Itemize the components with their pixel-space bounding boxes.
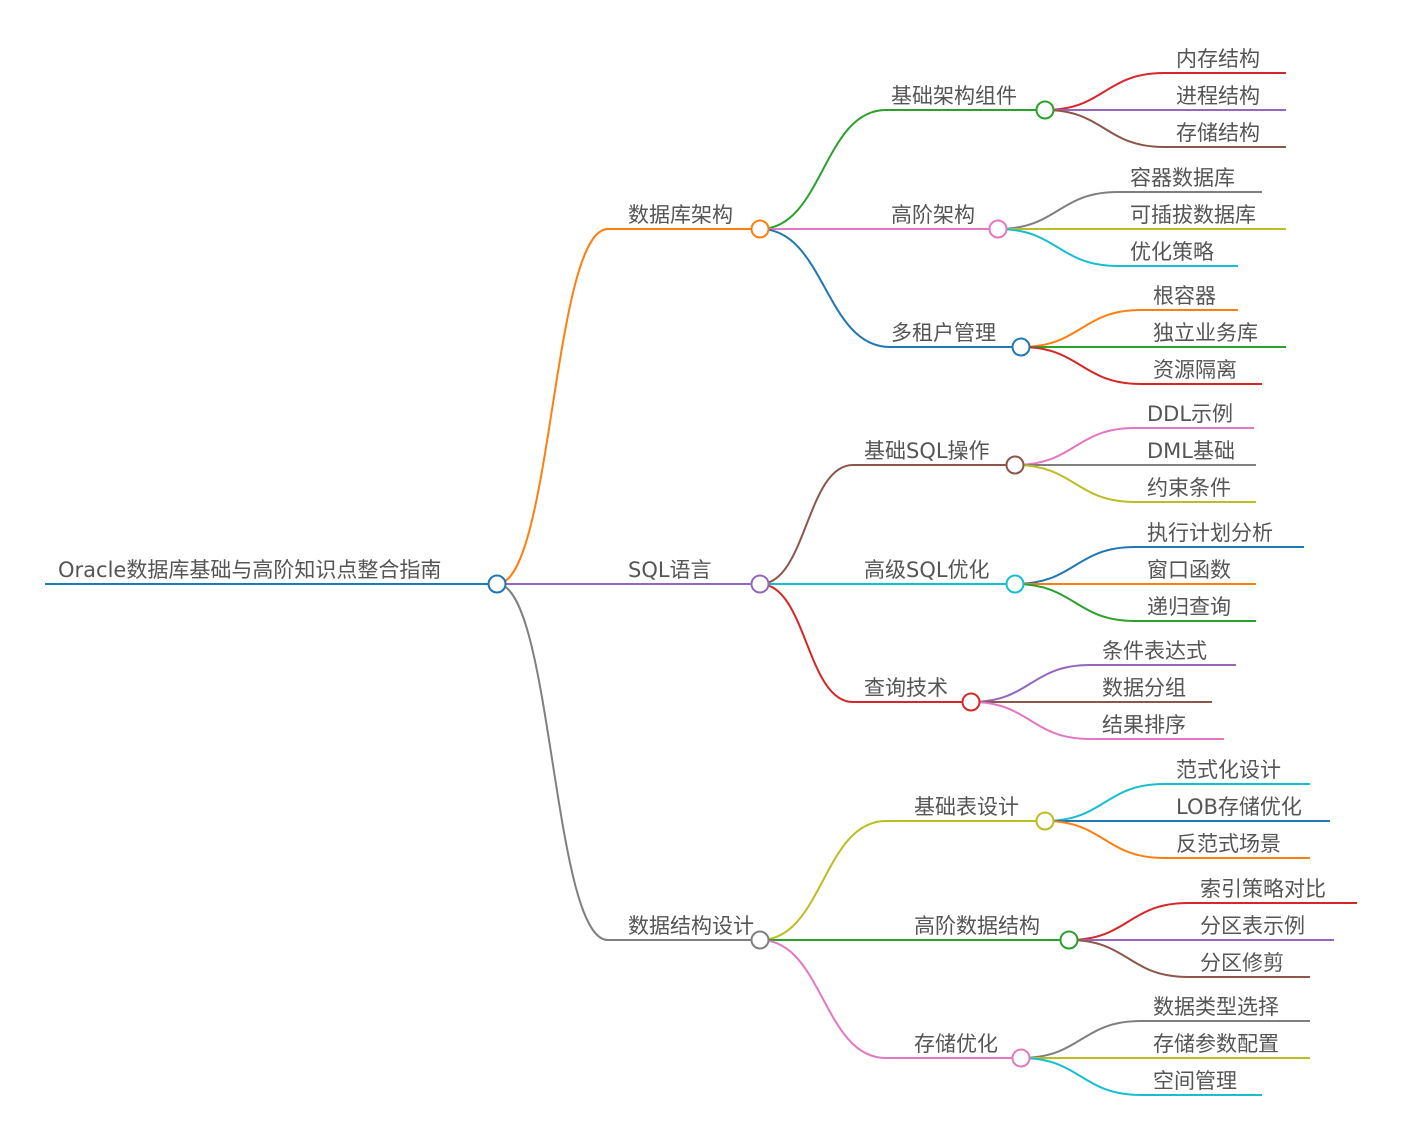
leaf-connector: [1020, 1020, 1142, 1059]
leaf-label: LOB存储优化: [1176, 795, 1302, 819]
leaf-label: 数据类型选择: [1153, 995, 1279, 1019]
root-label: Oracle数据库基础与高阶知识点整合指南: [58, 558, 441, 582]
leaf-label: 索引策略对比: [1200, 877, 1326, 901]
subtopic-toggle-node[interactable]: [1005, 455, 1025, 475]
branch-connector: [496, 228, 609, 585]
leaf-label: 数据分组: [1102, 676, 1186, 700]
leaf-connector: [1014, 464, 1136, 503]
leaf-label: 进程结构: [1176, 84, 1260, 108]
leaf-label: DDL示例: [1147, 402, 1233, 426]
leaf-connector: [1014, 546, 1136, 585]
subtopic-label: 多租户管理: [891, 321, 996, 345]
leaf-label: 存储参数配置: [1153, 1032, 1279, 1056]
leaf-connector: [1044, 820, 1165, 859]
subtopic-toggle-node[interactable]: [1005, 574, 1025, 594]
leaf-label: 存储结构: [1176, 121, 1260, 145]
leaf-connector: [1014, 427, 1136, 466]
leaf-label: 内存结构: [1176, 47, 1260, 71]
subtopic-connector: [759, 109, 887, 230]
branch-toggle-node[interactable]: [750, 930, 770, 950]
subtopic-toggle-node[interactable]: [1035, 100, 1055, 120]
leaf-label: 分区表示例: [1200, 914, 1305, 938]
leaf-connector: [1014, 583, 1136, 622]
subtopic-toggle-node[interactable]: [1059, 930, 1079, 950]
edges-layer: [45, 72, 1357, 1096]
branch-connector: [496, 583, 609, 941]
leaf-label: DML基础: [1147, 439, 1235, 463]
subtopic-toggle-node[interactable]: [1035, 811, 1055, 831]
subtopic-label: 基础架构组件: [891, 84, 1017, 108]
leaf-label: 可插拔数据库: [1130, 203, 1256, 227]
subtopic-label: 基础表设计: [914, 795, 1019, 819]
subtopic-label: 高级SQL优化: [864, 558, 990, 582]
subtopic-connector: [759, 583, 854, 703]
leaf-connector: [1044, 109, 1165, 148]
subtopic-label: 查询技术: [864, 676, 948, 700]
leaf-label: 执行计划分析: [1147, 521, 1273, 545]
nodes-layer: [487, 100, 1079, 1068]
leaf-connector: [1044, 783, 1165, 822]
leaf-label: 优化策略: [1130, 240, 1214, 264]
branch-toggle-node[interactable]: [750, 219, 770, 239]
leaf-label: 窗口函数: [1147, 558, 1231, 582]
subtopic-toggle-node[interactable]: [1011, 1048, 1031, 1068]
subtopic-connector: [759, 939, 887, 1059]
subtopic-toggle-node[interactable]: [988, 219, 1008, 239]
branch-toggle-node[interactable]: [750, 574, 770, 594]
leaf-label: 独立业务库: [1153, 321, 1258, 345]
root-toggle-node[interactable]: [487, 574, 507, 594]
subtopic-connector: [759, 228, 891, 348]
subtopic-label: 存储优化: [914, 1032, 998, 1056]
leaf-label: 空间管理: [1153, 1069, 1237, 1093]
leaf-connector: [1020, 346, 1142, 385]
leaf-connector: [1020, 1057, 1142, 1096]
subtopic-label: 高阶数据结构: [914, 914, 1040, 938]
leaf-label: 容器数据库: [1130, 166, 1235, 190]
subtopic-toggle-node[interactable]: [1011, 337, 1031, 357]
subtopic-label: 基础SQL操作: [864, 439, 990, 463]
subtopic-toggle-node[interactable]: [961, 692, 981, 712]
leaf-connector: [1068, 939, 1189, 978]
leaf-connector: [1068, 902, 1189, 941]
branch-label: 数据库架构: [628, 203, 733, 227]
leaf-connector: [970, 701, 1091, 740]
subtopic-connector: [759, 464, 854, 585]
leaf-label: 条件表达式: [1102, 639, 1207, 663]
leaf-connector: [1020, 309, 1142, 348]
branch-label: SQL语言: [628, 558, 712, 582]
leaf-connector: [970, 664, 1091, 703]
leaf-label: 范式化设计: [1176, 758, 1281, 782]
subtopic-connector: [759, 820, 887, 941]
leaf-label: 分区修剪: [1200, 951, 1284, 975]
leaf-label: 结果排序: [1102, 713, 1186, 737]
leaf-label: 根容器: [1153, 284, 1216, 308]
leaf-label: 资源隔离: [1153, 358, 1237, 382]
leaf-connector: [997, 191, 1119, 230]
leaf-connector: [997, 228, 1119, 267]
leaf-connector: [1044, 72, 1165, 111]
labels-layer: Oracle数据库基础与高阶知识点整合指南 数据库架构 基础架构组件 内存结构进程结构…: [58, 47, 1326, 1093]
leaf-label: 反范式场景: [1176, 832, 1281, 856]
branch-label: 数据结构设计: [628, 914, 754, 938]
leaf-label: 约束条件: [1147, 476, 1231, 500]
subtopic-label: 高阶架构: [891, 203, 975, 227]
leaf-label: 递归查询: [1147, 595, 1231, 619]
